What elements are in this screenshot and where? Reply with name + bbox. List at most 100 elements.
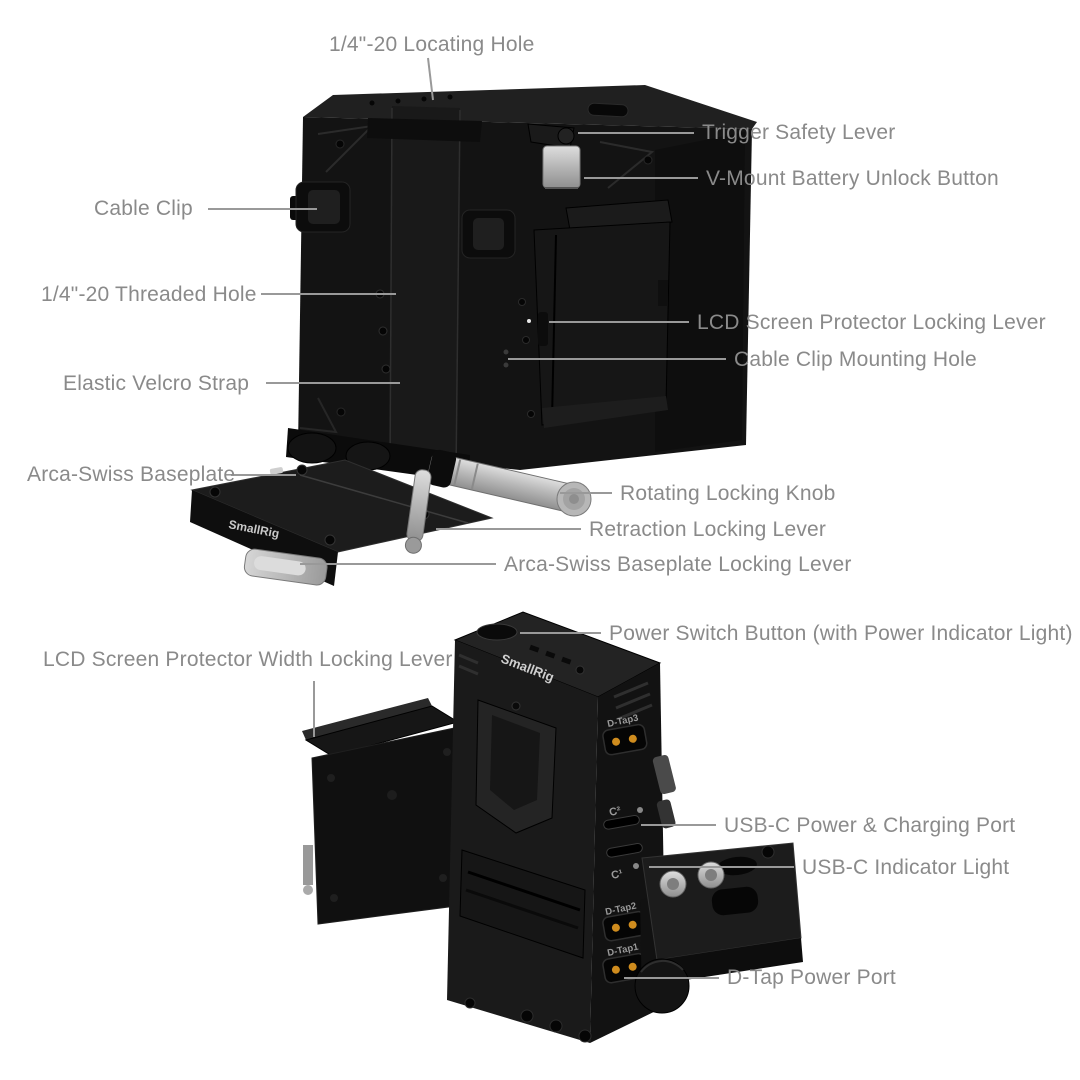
knob-center	[569, 494, 579, 504]
screw-hole	[527, 410, 535, 418]
foot-hole	[520, 1009, 534, 1023]
width-lever-tip	[303, 885, 313, 895]
flap-hinge-highlight	[302, 698, 432, 740]
cable-clip-mounting-hole-detail	[503, 349, 509, 355]
callout-usbc-port: USB-C Power & Charging Port	[724, 814, 1016, 837]
arca-baseplate-locking-lever-part	[243, 548, 328, 586]
corner-gusset	[299, 397, 338, 434]
side-bracket	[652, 754, 676, 795]
lcd-flap-lip	[565, 199, 673, 231]
usbc-indicator-dot	[633, 863, 639, 869]
callout-arca-baseplate: Arca-Swiss Baseplate	[27, 463, 236, 486]
v-mount-unlock-button-part	[542, 145, 581, 189]
leader-line-locating-hole	[427, 57, 434, 101]
top-vent	[561, 656, 572, 665]
locating-hole-detail	[447, 94, 453, 100]
dtap1-port	[602, 952, 648, 984]
tower-left-face	[447, 640, 598, 1043]
locating-hole-detail	[421, 96, 427, 102]
thumbscrew	[697, 861, 725, 889]
cable-clip-slot	[308, 190, 340, 224]
screw-hole	[335, 139, 345, 149]
flap-clip-notch	[658, 280, 668, 306]
elastic-velcro-strap	[390, 106, 460, 476]
callout-velcro-strap: Elastic Velcro Strap	[63, 372, 250, 395]
flap-screw	[439, 874, 447, 882]
rod-clamp	[427, 449, 457, 488]
ports-panel: D-Tap3 C² C¹ D-Tap2 D-Tap1	[602, 713, 648, 984]
screw-hole	[336, 407, 346, 417]
foot-hole	[549, 1019, 563, 1033]
callout-threaded-hole: 1/4"-20 Threaded Hole	[41, 283, 257, 306]
strap-buckle	[367, 118, 482, 142]
callout-lcd-width-lever: LCD Screen Protector Width Locking Lever	[43, 648, 453, 671]
bottom-view-product: SmallRig D-Tap3	[302, 611, 803, 1043]
dtap3-port	[602, 723, 648, 756]
thumbscrew	[659, 870, 687, 898]
power-switch-button-part	[476, 623, 518, 641]
leader-lines-top	[208, 57, 726, 565]
battery-rail-lower	[459, 849, 586, 959]
side-bracket	[656, 799, 676, 829]
baseplate-screw-hole	[324, 534, 336, 546]
strap-edge-highlight	[389, 107, 393, 471]
threaded-hole-detail	[381, 364, 391, 374]
leader-lines-bottom	[313, 632, 794, 979]
baseplate-marker	[269, 467, 284, 475]
screw-hole	[643, 155, 653, 165]
flap-bottom-lip	[542, 396, 668, 428]
battery-rail-column	[655, 132, 745, 452]
top-slot-detail	[587, 102, 629, 118]
top-screw-hole	[575, 665, 585, 675]
callout-power-switch: Power Switch Button (with Power Indicato…	[609, 622, 1073, 645]
baseplate-screw-hole	[209, 486, 221, 498]
callout-lcd-locking-lever: LCD Screen Protector Locking Lever	[697, 311, 1046, 334]
hinge-cylinder	[287, 432, 337, 464]
callout-arca-lock-lever: Arca-Swiss Baseplate Locking Lever	[504, 553, 852, 576]
qr-plate-slot	[711, 886, 759, 916]
width-lever-pin	[303, 845, 313, 885]
callout-v-mount-unlock: V-Mount Battery Unlock Button	[706, 167, 999, 190]
locating-hole-detail	[369, 100, 375, 106]
dtap-cap	[634, 958, 690, 1014]
callout-dtap-port: D-Tap Power Port	[727, 966, 896, 989]
callout-locating-hole: 1/4"-20 Locating Hole	[329, 33, 535, 56]
lcd-locking-lever-part	[538, 312, 548, 346]
indicator-dot	[527, 319, 531, 323]
safety-wire	[299, 474, 469, 524]
flap-screw	[330, 894, 338, 902]
callout-retraction-lever: Retraction Locking Lever	[589, 518, 827, 541]
locating-hole-detail	[395, 98, 401, 104]
baseplate-screw-hole	[296, 464, 308, 476]
trigger-knob	[557, 127, 575, 145]
rail-groove	[467, 870, 581, 912]
cable-clip-mounting-hole-detail	[503, 362, 509, 368]
port-label-c2: C²	[608, 805, 622, 819]
strap-edge-highlight	[455, 109, 461, 475]
top-vent	[545, 650, 556, 659]
threaded-hole-detail	[378, 326, 388, 336]
callout-cable-clip-hole: Cable Clip Mounting Hole	[734, 348, 977, 371]
rail-groove	[465, 888, 579, 930]
callout-trigger-safety-lever: Trigger Safety Lever	[702, 121, 896, 144]
grip-grooves	[458, 653, 653, 721]
flap-screw	[443, 748, 451, 756]
top-view-product: SmallRig	[190, 57, 757, 586]
foot-hole	[464, 997, 476, 1009]
corner-gusset	[599, 141, 655, 189]
callout-rotating-knob: Rotating Locking Knob	[620, 482, 836, 505]
retraction-locking-lever-part	[404, 469, 432, 554]
qr-plate-hole	[761, 845, 775, 859]
cable-clip-slot	[473, 218, 504, 250]
screw-hole	[518, 298, 526, 306]
usbc-port-c2	[603, 814, 640, 830]
v-plate-screw	[511, 701, 521, 711]
usbc-indicator-dot	[637, 807, 643, 813]
callout-cable-clip: Cable Clip	[94, 197, 193, 220]
screw-hole	[522, 336, 530, 344]
callout-usbc-light: USB-C Indicator Light	[802, 856, 1010, 879]
qr-plate-front	[657, 938, 803, 984]
v-mount-notch	[490, 715, 540, 810]
